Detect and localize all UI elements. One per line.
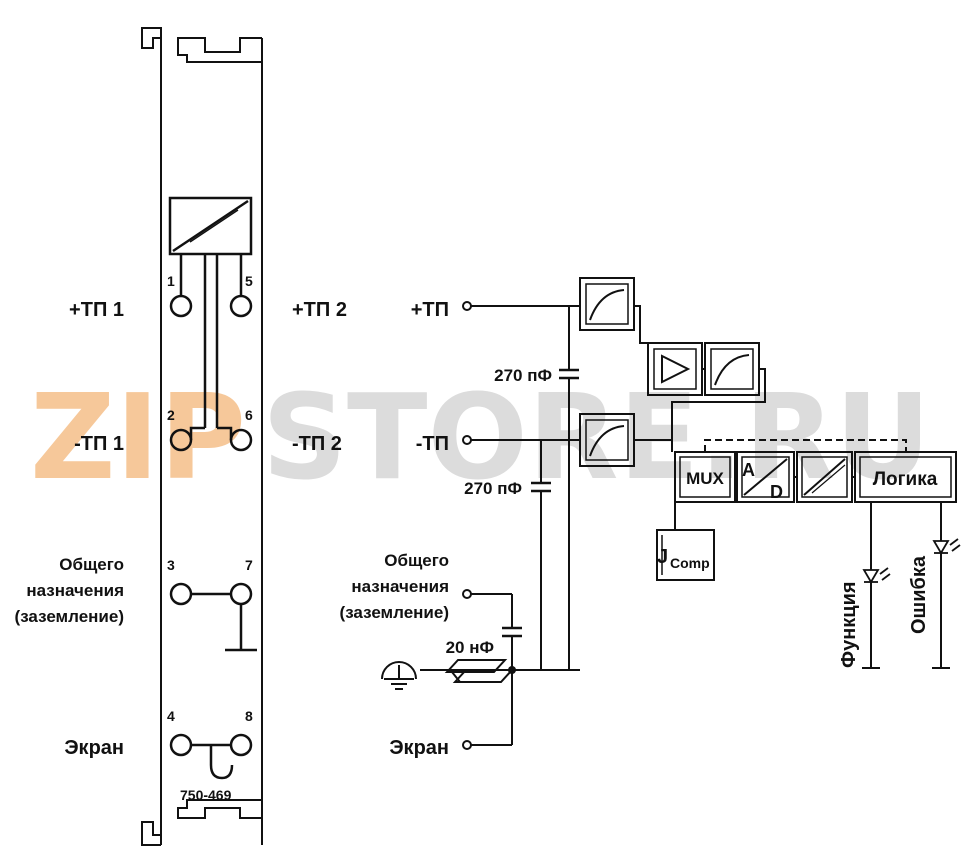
label-tc2-plus: +ТП 2 <box>292 299 347 321</box>
cap-bottom-label: 270 пФ <box>464 479 522 498</box>
label-tc1-minus: -ТП 1 <box>74 433 124 455</box>
pin-7: 7 <box>245 557 253 573</box>
led-error-label: Ошибка <box>908 555 930 634</box>
label-general-3: (заземление) <box>15 607 124 626</box>
label-circuit-general-2: назначения <box>351 577 449 596</box>
pin-3: 3 <box>167 557 175 573</box>
led-labels: Функция Ошибка <box>838 555 930 668</box>
label-general-2: назначения <box>26 581 124 600</box>
jcomp-j-label: J <box>657 546 668 568</box>
logic-label: Логика <box>873 469 938 490</box>
mux-label: MUX <box>686 469 724 488</box>
label-circuit-shield: Экран <box>389 737 449 759</box>
capacitor-labels: 270 пФ 270 пФ 20 нФ <box>446 366 552 657</box>
pin-1: 1 <box>167 273 175 289</box>
circuit-input-labels: +ТП -ТП Общего назначения (заземление) Э… <box>340 299 449 759</box>
label-circuit-general-3: (заземление) <box>340 603 449 622</box>
din-rail-icon <box>444 659 515 683</box>
cap-ground-label: 20 нФ <box>446 638 494 657</box>
watermark: ZIP STORE.RU <box>30 368 931 506</box>
led-function-label: Функция <box>838 581 860 668</box>
circuit-wires <box>420 301 580 750</box>
label-tc2-minus: -ТП 2 <box>292 433 342 455</box>
led-function-icon <box>862 567 891 584</box>
adc-a-label: A <box>742 460 755 480</box>
led-error-icon <box>932 538 961 555</box>
label-shield: Экран <box>64 737 124 759</box>
signal-chain <box>656 439 957 581</box>
watermark-store: STORE.RU <box>262 368 931 506</box>
model-number: 750-469 <box>180 787 232 803</box>
label-input-minus: -ТП <box>416 433 449 455</box>
cap-top-label: 270 пФ <box>494 366 552 385</box>
adc-d-label: D <box>770 482 783 502</box>
label-circuit-general-1: Общего <box>384 551 449 570</box>
terminals <box>169 254 257 780</box>
led-outputs <box>862 502 950 669</box>
terminal-block-labels: +ТП 1 -ТП 1 Общего назначения (заземлени… <box>15 299 347 759</box>
converter-box <box>168 196 253 256</box>
pin-6: 6 <box>245 407 253 423</box>
capacitors <box>502 368 579 638</box>
jcomp-sub-label: Comp <box>670 555 710 571</box>
label-tc1-plus: +ТП 1 <box>69 299 124 321</box>
signal-chain-labels: MUX A D Логика J Comp <box>657 460 938 571</box>
terminal-block-housing <box>141 27 263 846</box>
pin-5: 5 <box>245 273 253 289</box>
label-general-1: Общего <box>59 555 124 574</box>
pin-numbers: 1 5 2 6 3 7 4 8 750-469 <box>167 273 253 803</box>
pin-4: 4 <box>167 708 175 724</box>
filter-blocks <box>579 277 766 467</box>
label-input-plus: +ТП <box>411 299 449 321</box>
pin-2: 2 <box>167 407 175 423</box>
ground-icon <box>381 661 417 690</box>
pin-8: 8 <box>245 708 253 724</box>
watermark-zip: ZIP <box>30 368 246 506</box>
